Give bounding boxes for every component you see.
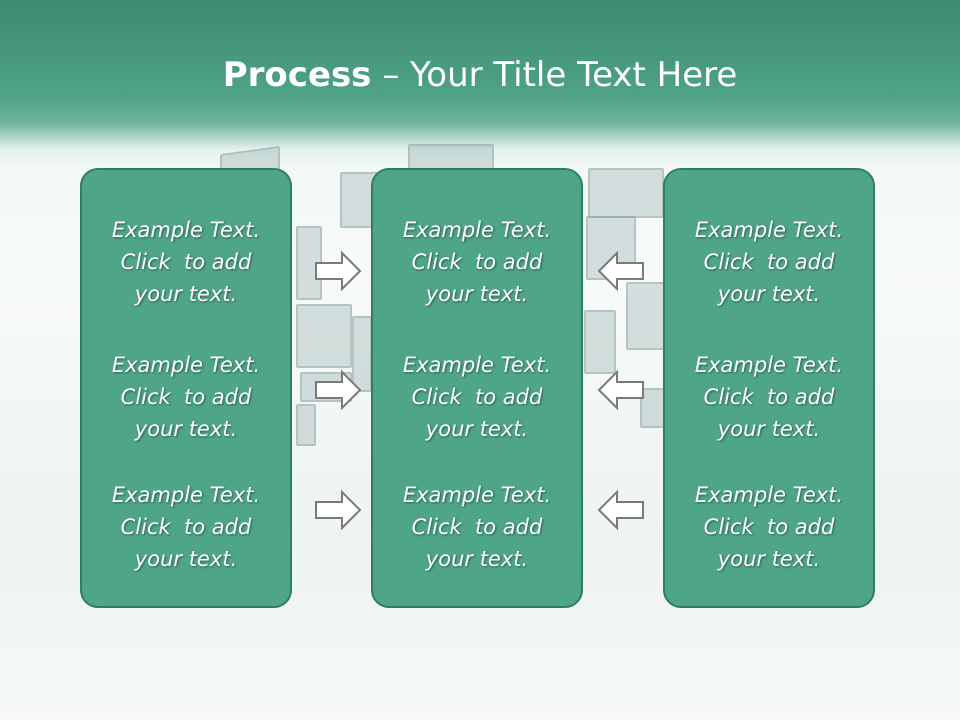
text-placeholder[interactable]: Example Text. Click to add your text. [694,218,844,306]
arrow-right-icon [315,489,362,531]
text-placeholder[interactable]: Example Text. Click to add your text. [402,483,552,571]
text-placeholder[interactable]: Example Text. Click to add your text. [694,353,844,441]
title-bar [0,0,960,170]
background-screen [626,282,666,350]
arrow-left-icon [597,369,644,411]
arrow-left-icon [597,250,644,292]
background-screen [588,168,664,218]
slide-title[interactable]: Process – Your Title Text Here [0,52,960,98]
background-screen [296,304,352,368]
process-box-left[interactable]: Example Text. Click to add your text. Ex… [80,168,292,608]
arrow-right-icon [315,250,362,292]
arrow-right-icon [315,369,362,411]
process-box-right[interactable]: Example Text. Click to add your text. Ex… [663,168,875,608]
title-rest-text: – Your Title Text Here [371,55,738,95]
text-placeholder[interactable]: Example Text. Click to add your text. [402,353,552,441]
process-box-center[interactable]: Example Text. Click to add your text. Ex… [371,168,583,608]
text-placeholder[interactable]: Example Text. Click to add your text. [111,483,261,571]
text-placeholder[interactable]: Example Text. Click to add your text. [111,218,261,306]
text-placeholder[interactable]: Example Text. Click to add your text. [402,218,552,306]
background-screen [584,310,616,374]
text-placeholder[interactable]: Example Text. Click to add your text. [111,353,261,441]
background-screen [296,404,316,446]
text-placeholder[interactable]: Example Text. Click to add your text. [694,483,844,571]
title-bold-text: Process [222,55,372,95]
arrow-left-icon [597,489,644,531]
